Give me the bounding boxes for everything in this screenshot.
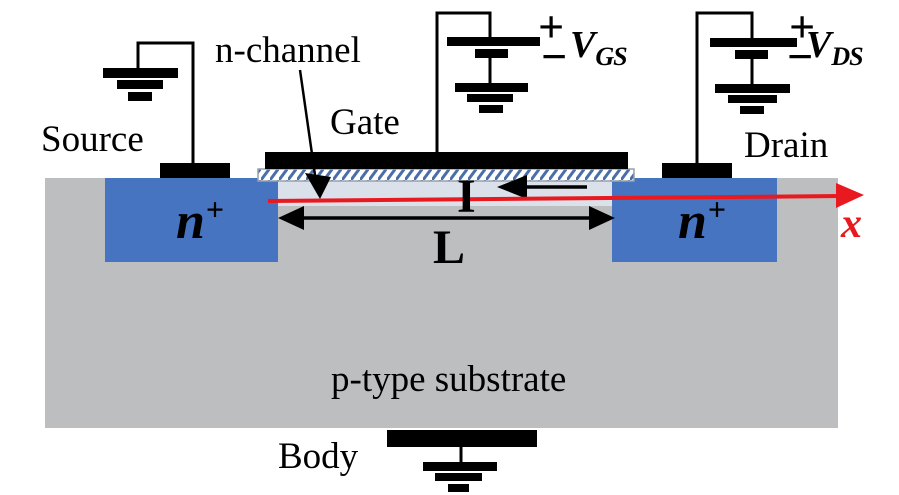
vgs-subscript: GS — [595, 42, 627, 71]
body-label: Body — [278, 436, 359, 477]
n-channel-label: n-channel — [215, 30, 361, 71]
gate-wire — [435, 11, 492, 152]
body-ground-symbol — [423, 462, 497, 492]
n-channel-pointer-arrow — [298, 69, 331, 199]
channel-length-label: L — [433, 221, 466, 274]
current-arrow — [497, 175, 587, 199]
n-superscript: + — [707, 191, 727, 227]
source-n-plus-label: n+ — [176, 193, 224, 248]
drain-n-plus-label: n+ — [678, 193, 726, 248]
vds-label: VDS — [806, 24, 864, 71]
source-wire — [136, 41, 195, 163]
vds-minus-sign: − — [787, 31, 814, 82]
vgs-label: VGS — [570, 24, 628, 71]
vds-ground-symbol — [715, 84, 790, 114]
v-base: V — [806, 24, 832, 66]
vgs-battery-symbol — [447, 37, 540, 58]
vds-subscript: DS — [831, 42, 863, 71]
drain-label: Drain — [744, 125, 829, 166]
source-contact — [160, 163, 230, 178]
body-contact — [387, 430, 537, 447]
n-base: n — [678, 193, 707, 250]
x-axis-label: x — [841, 201, 862, 247]
drain-contact — [662, 163, 732, 178]
drain-n-plus-region — [612, 178, 777, 262]
source-ground-symbol — [103, 68, 178, 101]
x-axis-arrow — [267, 183, 864, 208]
n-superscript: + — [205, 191, 225, 227]
v-base: V — [570, 24, 596, 66]
gate-electrode — [265, 152, 628, 169]
vgs-minus-sign: − — [541, 31, 568, 82]
drain-wire — [695, 11, 754, 163]
source-label: Source — [41, 119, 144, 160]
channel-length-arrow — [278, 206, 615, 230]
vds-plus-sign: + — [789, 1, 816, 52]
vgs-ground-symbol — [455, 83, 528, 113]
vds-battery-symbol — [710, 38, 797, 59]
substrate-label: p-type substrate — [331, 359, 567, 400]
n-base: n — [176, 193, 205, 250]
vgs-plus-sign: + — [538, 1, 565, 52]
gate-label: Gate — [330, 102, 400, 143]
current-label: I — [457, 170, 476, 223]
source-n-plus-region — [105, 178, 278, 262]
